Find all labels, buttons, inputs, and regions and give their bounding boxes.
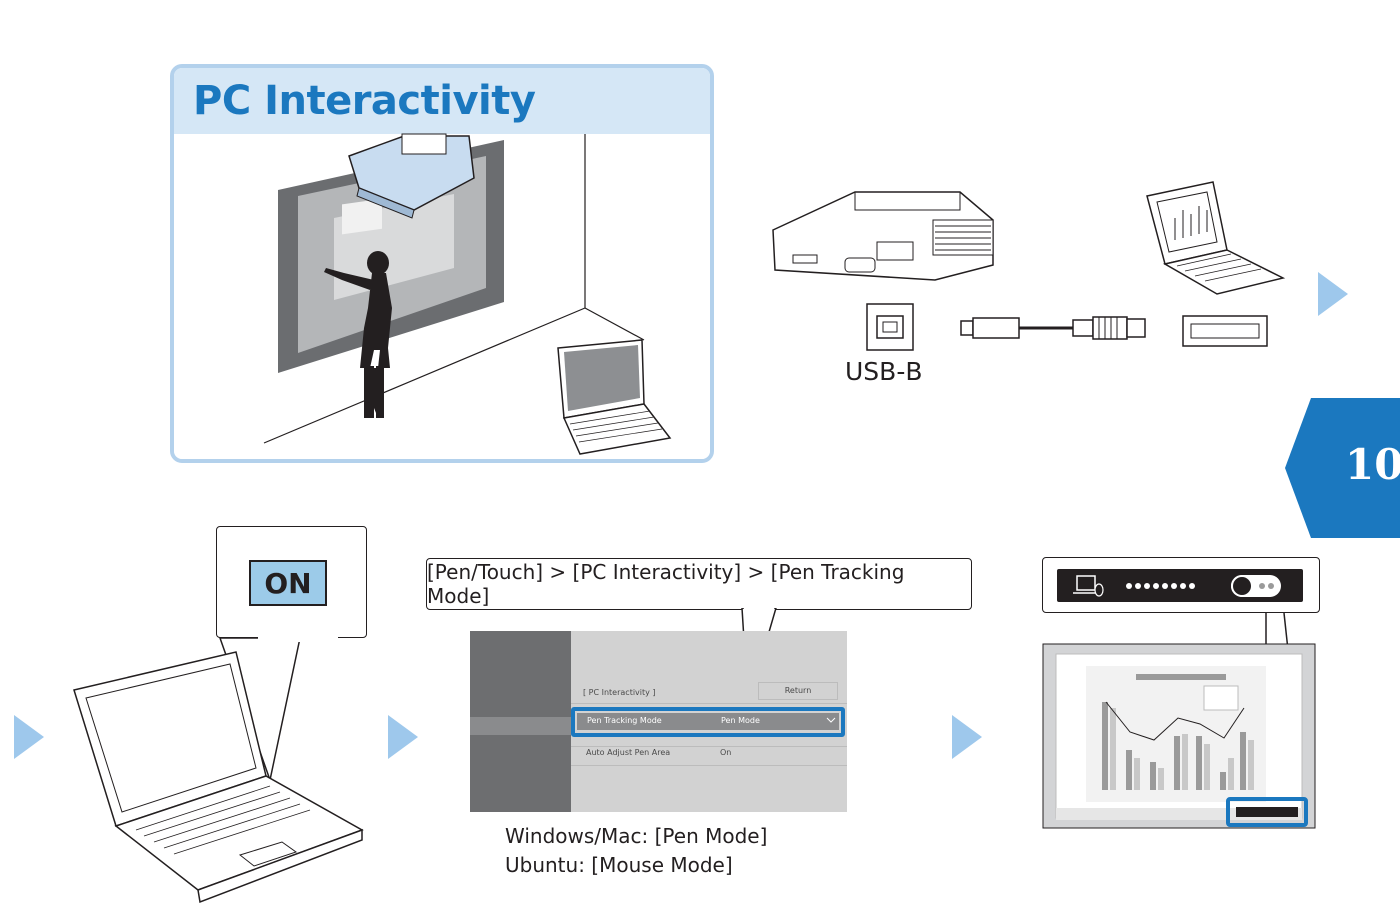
menu-header: [ PC Interactivity ] (583, 688, 656, 697)
usb-a-port-icon (1182, 315, 1268, 347)
connection-diagram (772, 181, 1286, 351)
room-illustration (174, 133, 710, 459)
usb-b-label: USB‑B (845, 357, 923, 386)
pc-mouse-icon[interactable] (1073, 575, 1104, 597)
step-arrow-icon (388, 715, 418, 759)
laptop-icon (1146, 181, 1286, 295)
usb-cable-icon (960, 316, 1146, 340)
menu-row-label: Pen Tracking Mode (587, 716, 662, 725)
next-arrow-icon (1318, 272, 1348, 316)
on-badge: ON (249, 560, 327, 606)
menu-divider (571, 765, 847, 766)
ubuntu-note: Ubuntu: [Mouse Mode] (505, 853, 733, 877)
menu-divider (571, 746, 847, 747)
menu-highlight-frame (571, 707, 845, 737)
callout-gap (258, 636, 338, 642)
chevron-down-icon[interactable] (826, 716, 836, 724)
step-arrow-icon (952, 715, 982, 759)
menu-row-value[interactable]: On (720, 748, 732, 757)
pc-interactivity-panel (170, 64, 714, 463)
windows-mac-note: Windows/Mac: [Pen Mode] (505, 824, 768, 848)
page-title: PC Interactivity (193, 78, 536, 124)
menu-row-value: Pen Mode (721, 716, 760, 725)
page-number-tab (1285, 398, 1400, 538)
menu-divider (571, 703, 847, 704)
whiteboard-illustration (1042, 612, 1316, 829)
dots-indicator-icon (1126, 583, 1195, 589)
usb-b-port-icon (866, 303, 914, 351)
step-arrow-icon (14, 715, 44, 759)
laptop-illustration (73, 637, 364, 904)
toggle-switch-icon[interactable] (1231, 575, 1281, 597)
menu-sidebar-selected (470, 717, 571, 735)
toolbar-icons (1073, 575, 1281, 597)
page-number: 10 (1345, 440, 1400, 489)
menu-row-pen-tracking-mode[interactable] (577, 713, 839, 730)
menu-path-callout: [Pen/Touch] > [PC Interactivity] > [Pen … (426, 558, 972, 610)
projector-icon (772, 191, 994, 281)
menu-row-label[interactable]: Auto Adjust Pen Area (586, 748, 671, 757)
return-button[interactable]: Return (758, 682, 838, 700)
